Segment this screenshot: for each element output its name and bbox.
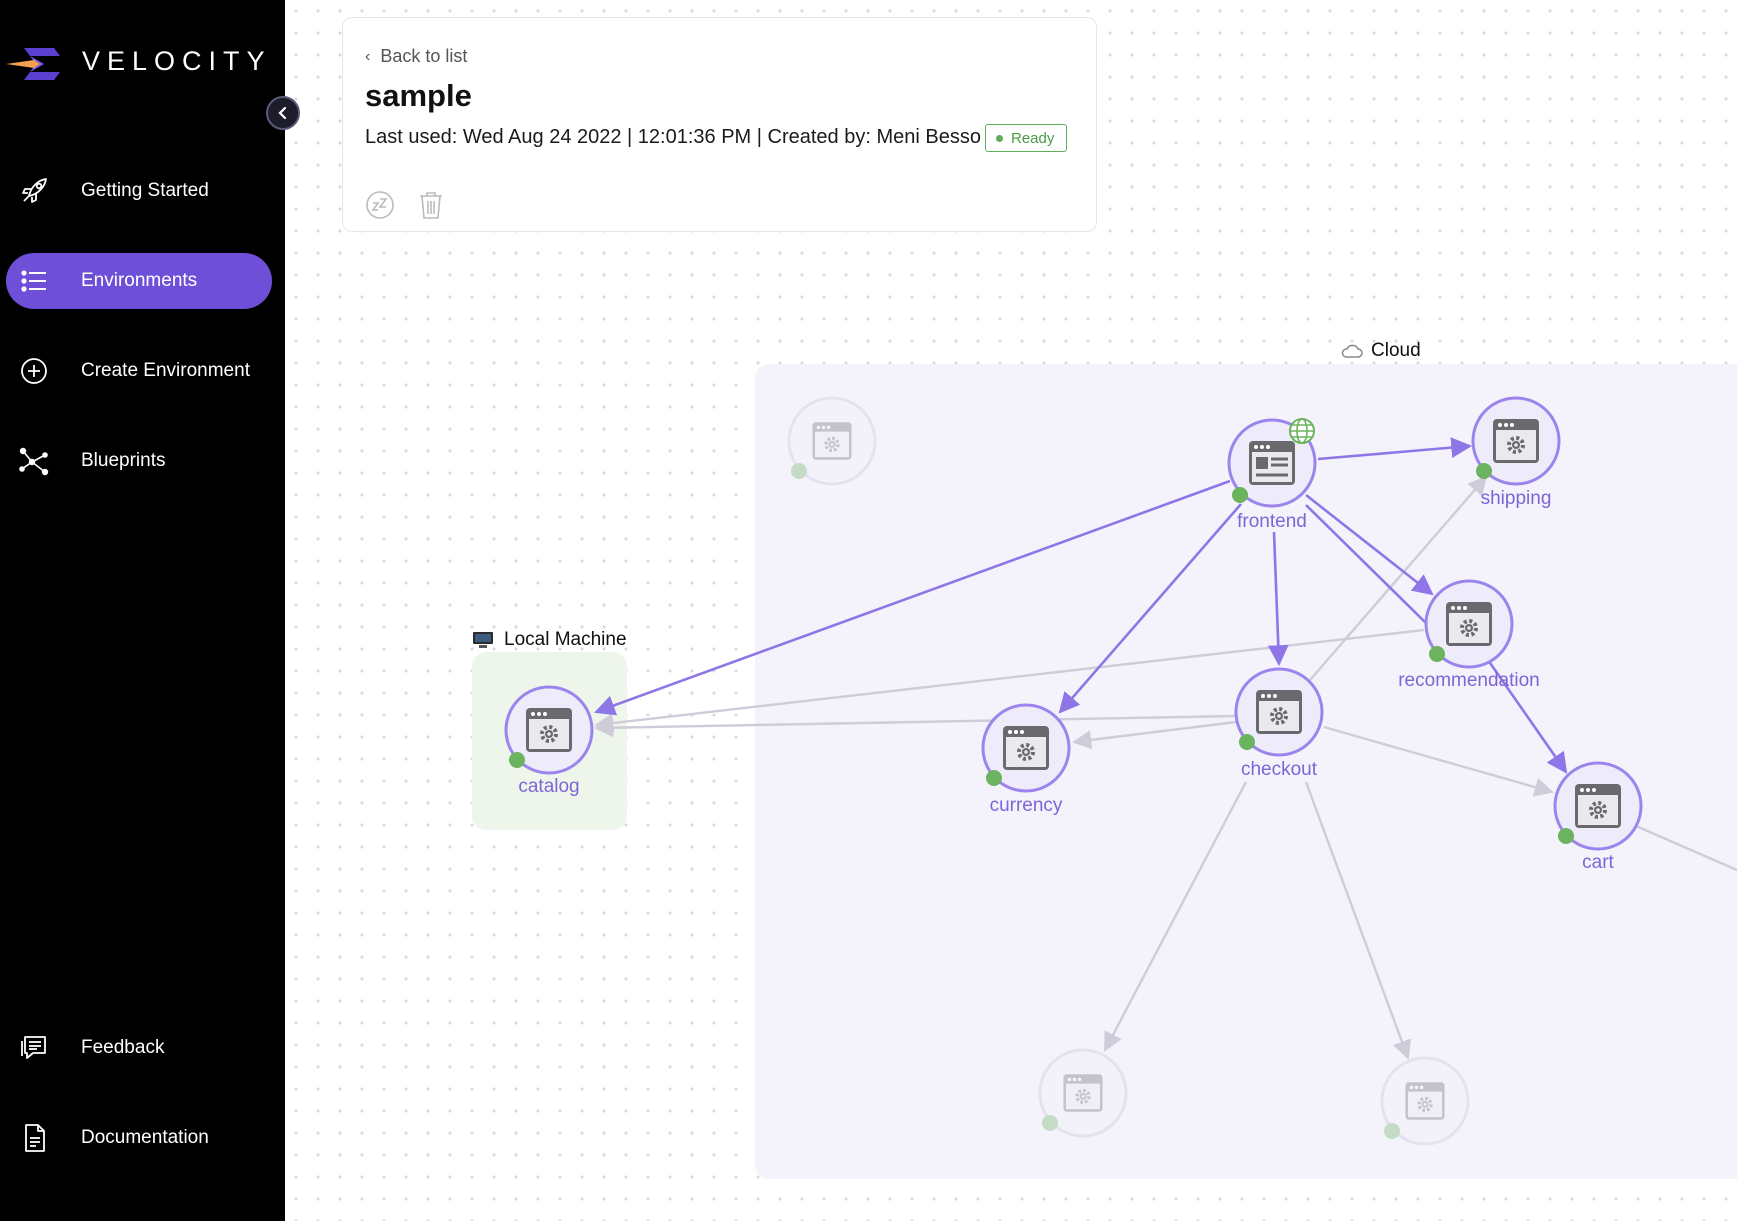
page-title: sample	[365, 78, 472, 113]
cloud-icon	[1341, 344, 1363, 358]
sidebar-item-label: Documentation	[81, 1127, 209, 1148]
sidebar-item-documentation[interactable]: Documentation	[6, 1110, 272, 1166]
back-to-list-link[interactable]: ‹ Back to list	[365, 46, 467, 67]
collapse-sidebar-button[interactable]	[266, 96, 300, 130]
card-actions	[365, 190, 445, 220]
local-machine-group	[472, 652, 627, 830]
sidebar-item-feedback[interactable]: Feedback	[6, 1020, 272, 1076]
local-machine-label-text: Local Machine	[504, 629, 627, 650]
cloud-group	[755, 364, 1737, 1179]
list-icon	[18, 265, 50, 297]
sidebar-item-blueprints[interactable]: Blueprints	[6, 433, 272, 489]
status-badge: Ready	[985, 124, 1068, 152]
environment-meta: Last used: Wed Aug 24 2022 | 12:01:36 PM…	[365, 126, 981, 148]
sidebar-item-getting-started[interactable]: Getting Started	[6, 163, 272, 219]
chevron-left-icon	[278, 106, 287, 120]
sidebar-item-label: Getting Started	[81, 180, 209, 201]
sidebar: VELOCITY Getting Started Environments	[0, 0, 285, 1221]
graph-icon	[18, 445, 50, 477]
chat-icon	[18, 1032, 50, 1064]
status-text: Ready	[1011, 129, 1055, 147]
environment-info-card: ‹ Back to list sample Last used: Wed Aug…	[342, 17, 1097, 232]
velocity-logo-icon	[6, 48, 60, 80]
chevron-left-icon: ‹	[365, 47, 371, 65]
brand-name: VELOCITY	[82, 46, 272, 76]
cloud-group-label: Cloud	[1341, 340, 1421, 362]
monitor-icon	[473, 632, 493, 648]
document-icon	[18, 1122, 50, 1154]
sidebar-item-environments[interactable]: Environments	[6, 253, 272, 309]
rocket-icon	[18, 175, 50, 207]
back-link-label: Back to list	[380, 46, 468, 66]
sidebar-item-label: Blueprints	[81, 450, 166, 471]
cloud-label-text: Cloud	[1371, 340, 1421, 361]
plus-circle-icon	[18, 355, 50, 387]
sidebar-item-label: Environments	[81, 270, 198, 291]
local-machine-label: Local Machine	[472, 629, 627, 651]
sidebar-item-label: Feedback	[81, 1037, 165, 1058]
hibernate-icon[interactable]	[365, 190, 395, 220]
sidebar-item-label: Create Environment	[81, 360, 250, 381]
status-dot-icon	[996, 134, 1003, 142]
trash-icon[interactable]	[417, 190, 445, 220]
sidebar-item-create-environment[interactable]: Create Environment	[6, 343, 272, 399]
